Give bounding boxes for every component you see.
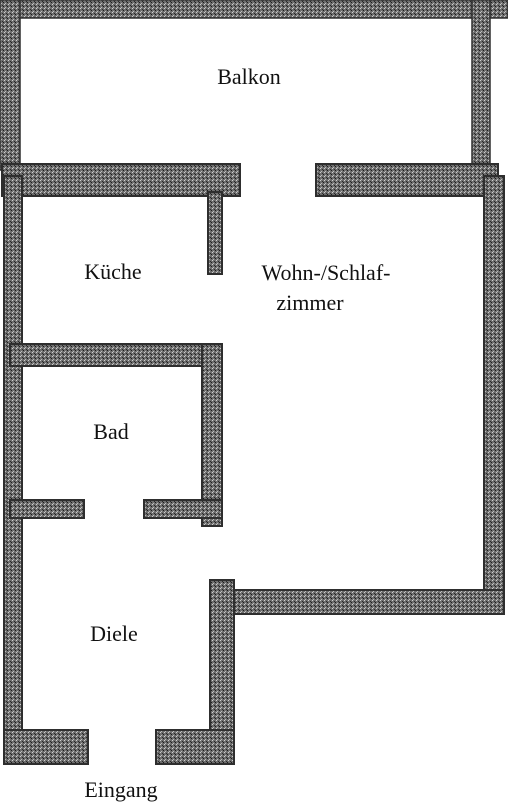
balcony-outline xyxy=(0,0,508,171)
room-label-kueche: Küche xyxy=(84,259,141,284)
balcony-wall xyxy=(1,163,499,197)
outer-walls xyxy=(3,175,505,765)
inner-walls xyxy=(9,191,223,527)
room-label-bad: Bad xyxy=(93,419,128,444)
room-label-wohn-line1: Wohn-/Schlaf- xyxy=(262,260,391,285)
room-label-diele: Diele xyxy=(90,621,138,646)
room-label-wohn-line2: zimmer xyxy=(276,290,344,315)
entrance-label: Eingang xyxy=(84,777,157,802)
room-label-balkon: Balkon xyxy=(217,64,281,89)
